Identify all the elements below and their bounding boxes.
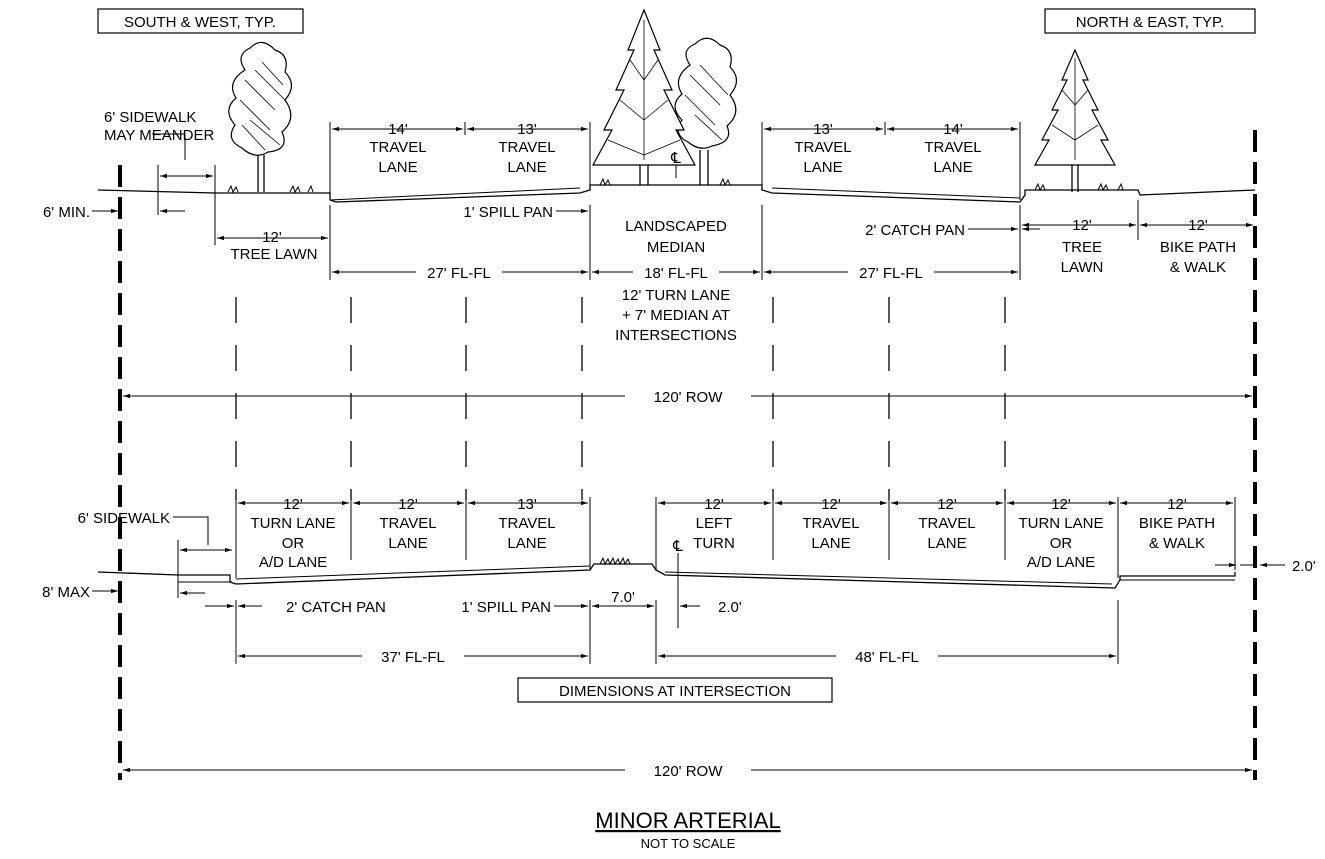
- svg-text:120' ROW: 120' ROW: [654, 389, 724, 406]
- drawing-subtitle: NOT TO SCALE: [641, 836, 736, 851]
- svg-text:18' FL-FL: 18' FL-FL: [644, 265, 708, 282]
- svg-text:27' FL-FL: 27' FL-FL: [859, 265, 923, 282]
- svg-text:1' SPILL PAN: 1' SPILL PAN: [461, 599, 551, 616]
- grass-tufts: [227, 177, 1124, 194]
- top-ground-profile: [97, 184, 1256, 203]
- conifer-tree-right-icon: [1033, 48, 1117, 192]
- centerline-bottom: ℄: [672, 538, 683, 555]
- svg-text:A/D LANE: A/D LANE: [259, 554, 327, 571]
- intersection-box: [517, 677, 833, 703]
- extension-lines: [235, 297, 1006, 500]
- svg-text:LANE: LANE: [388, 535, 427, 552]
- svg-text:TRAVEL: TRAVEL: [379, 515, 436, 532]
- svg-text:13': 13': [813, 121, 833, 138]
- svg-text:INTERSECTIONS: INTERSECTIONS: [615, 327, 737, 344]
- svg-text:TRAVEL: TRAVEL: [802, 515, 859, 532]
- svg-text:48' FL-FL: 48' FL-FL: [855, 649, 919, 666]
- svg-text:120' ROW: 120' ROW: [654, 763, 724, 780]
- sidewalk-meander-leader: [152, 133, 186, 160]
- svg-text:2' CATCH PAN: 2' CATCH PAN: [865, 222, 965, 239]
- svg-text:7.0': 7.0': [611, 589, 635, 606]
- svg-text:6' SIDEWALK: 6' SIDEWALK: [78, 510, 170, 527]
- top-pavement-right: [771, 187, 1021, 199]
- bottom-lane-dims: [235, 497, 1236, 578]
- svg-text:LANE: LANE: [507, 535, 546, 552]
- svg-text:2' CATCH PAN: 2' CATCH PAN: [286, 599, 386, 616]
- svg-text:12' TURN LANE: 12' TURN LANE: [622, 287, 730, 304]
- svg-text:12': 12': [398, 496, 418, 513]
- svg-text:TREE LAWN: TREE LAWN: [231, 246, 318, 263]
- drawing-title: MINOR ARTERIAL: [595, 808, 780, 833]
- svg-text:LANE: LANE: [933, 159, 972, 176]
- svg-text:13': 13': [517, 496, 537, 513]
- svg-text:12': 12': [821, 496, 841, 513]
- svg-text:12': 12': [262, 229, 282, 246]
- svg-text:14': 14': [388, 121, 408, 138]
- svg-text:DIMENSIONS AT INTERSECTION: DIMENSIONS AT INTERSECTION: [559, 683, 791, 700]
- svg-text:TRAVEL: TRAVEL: [924, 139, 981, 156]
- svg-text:8' MAX: 8' MAX: [42, 584, 90, 601]
- sidewalk-meander-label-1: 6' SIDEWALK: [104, 109, 196, 126]
- deciduous-tree-left-icon: [228, 41, 293, 192]
- svg-text:TRAVEL: TRAVEL: [369, 139, 426, 156]
- north-east-label: NORTH & EAST, TYP.: [1076, 14, 1224, 31]
- svg-text:LANDSCAPED: LANDSCAPED: [625, 218, 727, 235]
- top-pavement-left: [329, 187, 581, 201]
- svg-text:& WALK: & WALK: [1149, 535, 1205, 552]
- svg-text:13': 13': [517, 121, 537, 138]
- svg-text:TURN: TURN: [693, 535, 735, 552]
- svg-text:2.0': 2.0': [1292, 558, 1316, 575]
- svg-text:A/D LANE: A/D LANE: [1027, 554, 1095, 571]
- svg-text:LANE: LANE: [378, 159, 417, 176]
- svg-text:TURN LANE: TURN LANE: [250, 515, 335, 532]
- south-west-box: [97, 8, 304, 34]
- svg-text:14': 14': [943, 121, 963, 138]
- centerline-top: ℄: [670, 150, 681, 167]
- svg-text:2.0': 2.0': [718, 599, 742, 616]
- svg-text:LANE: LANE: [507, 159, 546, 176]
- svg-text:12': 12': [1167, 496, 1187, 513]
- svg-text:BIKE PATH: BIKE PATH: [1160, 239, 1236, 256]
- bottom-ground-profile: [97, 563, 1236, 589]
- median-grass: [599, 556, 631, 566]
- svg-text:LANE: LANE: [811, 535, 850, 552]
- top-lane-dims: [329, 122, 1021, 200]
- conifer-tree-median-icon: [591, 8, 697, 185]
- bottom-pavement-right: [664, 571, 1113, 585]
- svg-text:TREE: TREE: [1062, 239, 1102, 256]
- sidewalk-meander-label-2: MAY MEANDER: [104, 127, 214, 144]
- svg-text:27' FL-FL: 27' FL-FL: [427, 265, 491, 282]
- svg-text:TRAVEL: TRAVEL: [498, 515, 555, 532]
- deciduous-tree-median-icon: [674, 37, 738, 185]
- svg-text:BIKE PATH: BIKE PATH: [1139, 515, 1215, 532]
- bottom-pavement-left: [235, 565, 591, 580]
- north-east-box: [1044, 8, 1256, 34]
- svg-text:12': 12': [937, 496, 957, 513]
- svg-text:LAWN: LAWN: [1061, 259, 1104, 276]
- south-west-label: SOUTH & WEST, TYP.: [124, 14, 276, 31]
- svg-text:TRAVEL: TRAVEL: [794, 139, 851, 156]
- svg-text:TRAVEL: TRAVEL: [498, 139, 555, 156]
- svg-text:LANE: LANE: [803, 159, 842, 176]
- svg-text:37' FL-FL: 37' FL-FL: [381, 649, 445, 666]
- svg-text:LANE: LANE: [927, 535, 966, 552]
- svg-text:TRAVEL: TRAVEL: [918, 515, 975, 532]
- svg-text:12': 12': [704, 496, 724, 513]
- svg-text:1' SPILL PAN: 1' SPILL PAN: [463, 204, 553, 221]
- svg-text:OR: OR: [282, 535, 305, 552]
- svg-text:& WALK: & WALK: [1170, 259, 1226, 276]
- svg-text:12': 12': [283, 496, 303, 513]
- svg-text:TURN LANE: TURN LANE: [1018, 515, 1103, 532]
- svg-text:+ 7' MEDIAN AT: + 7' MEDIAN AT: [622, 307, 730, 324]
- svg-text:12': 12': [1188, 217, 1208, 234]
- svg-text:12': 12': [1051, 496, 1071, 513]
- six-min-label: 6' MIN.: [43, 204, 90, 221]
- svg-text:LEFT: LEFT: [696, 515, 733, 532]
- svg-text:12': 12': [1072, 217, 1092, 234]
- svg-text:MEDIAN: MEDIAN: [647, 239, 705, 256]
- svg-text:OR: OR: [1050, 535, 1073, 552]
